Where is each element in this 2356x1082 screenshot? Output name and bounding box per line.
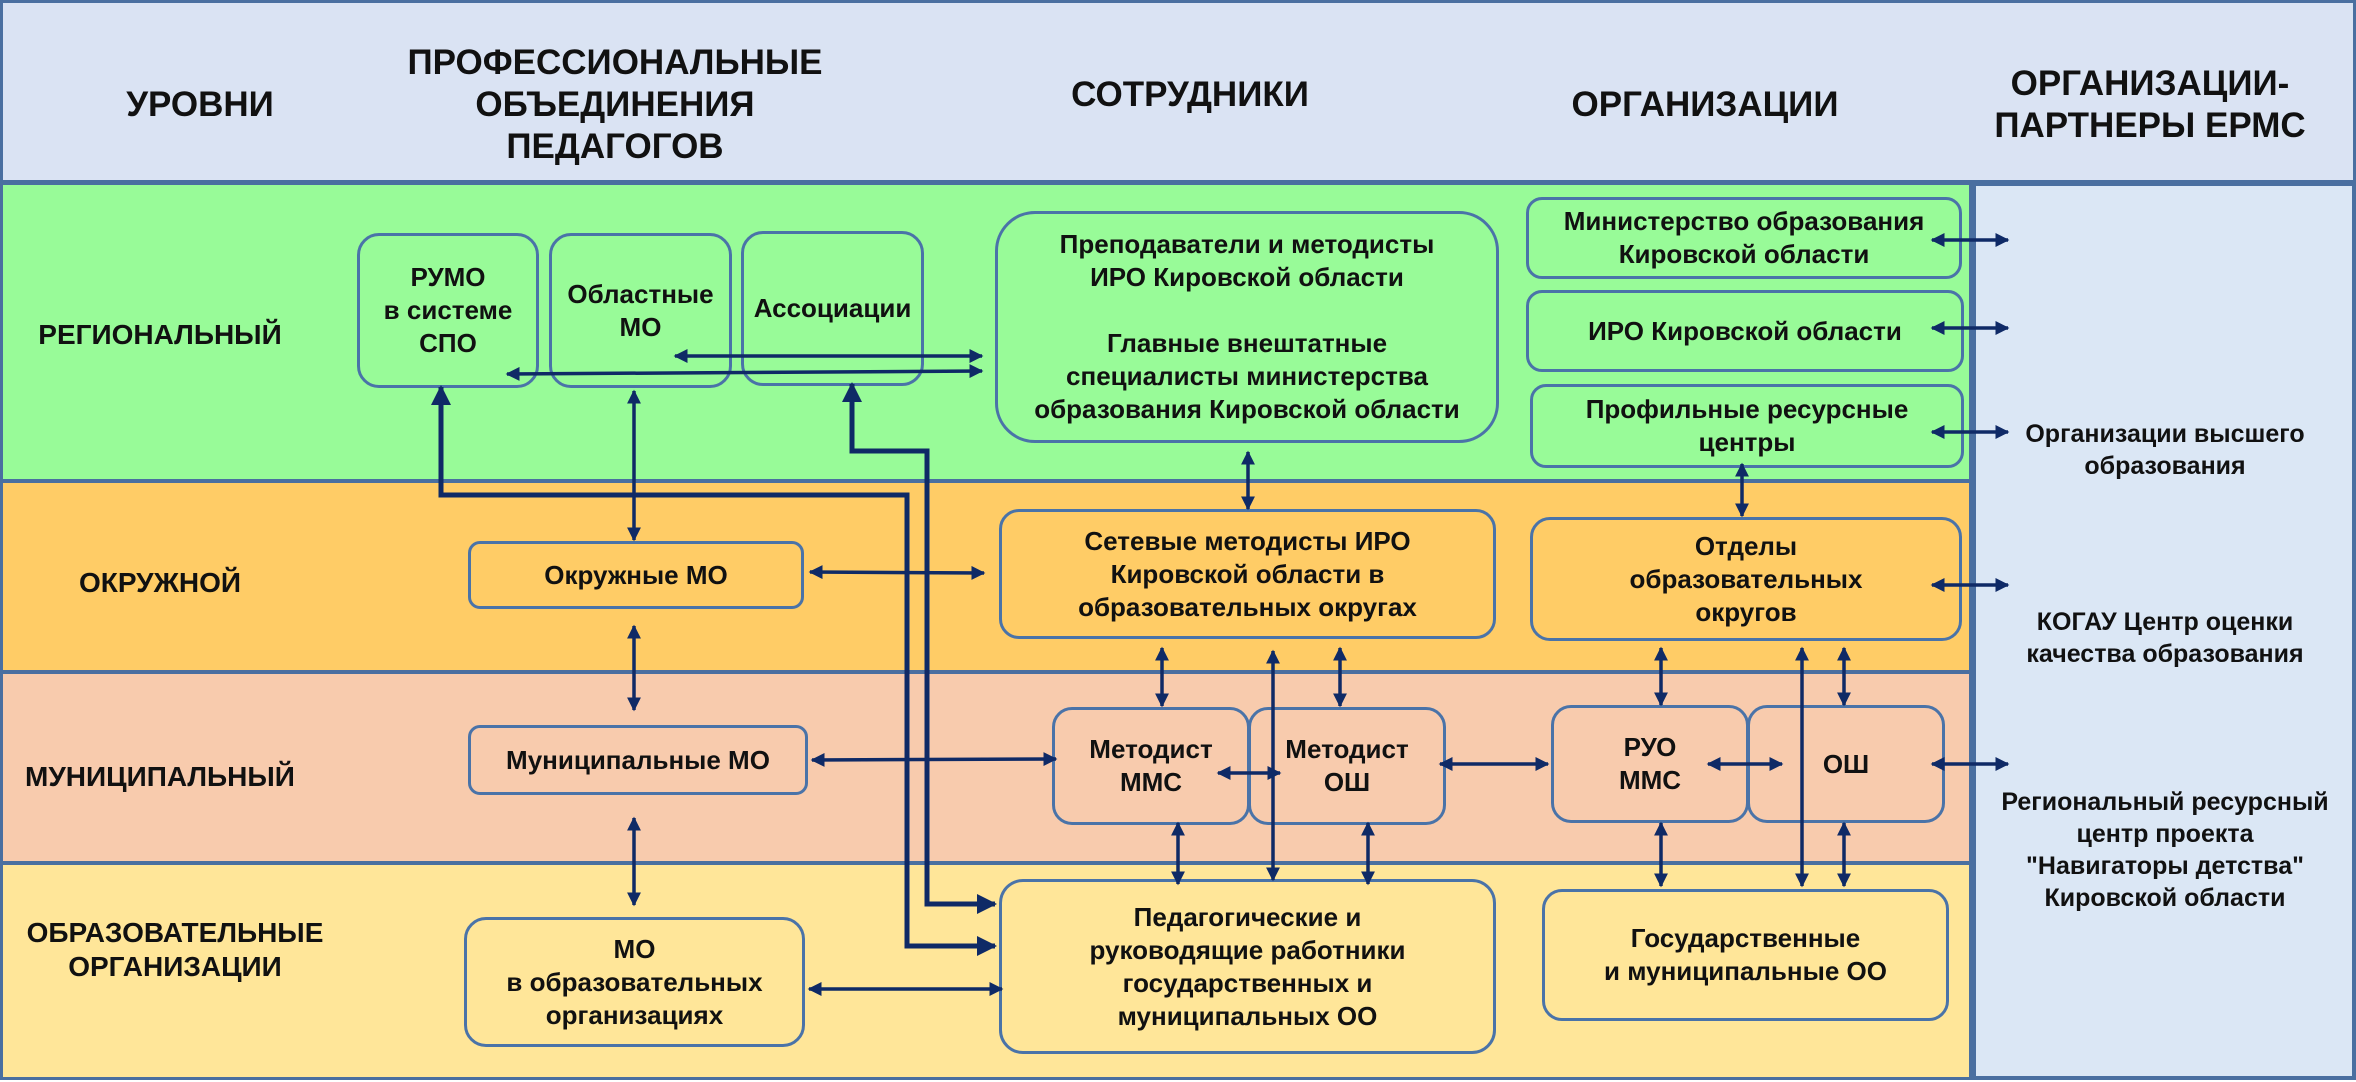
box-iro-org: ИРО Кировской области [1526, 290, 1964, 372]
partners-panel [1972, 182, 2356, 1080]
box-state-oo: Государственные и муниципальные ОО [1542, 889, 1949, 1021]
partner-higher-ed: Организации высшего образования [2025, 420, 2305, 480]
arrow-municipal-mo-methodist [810, 752, 1058, 767]
box-methodist-osh: Методист ОШ [1248, 707, 1446, 825]
level-regional: РЕГИОНАЛЬНЫЙ [38, 319, 282, 350]
box-iro-staff: Преподаватели и методисты ИРО Кировской … [995, 211, 1499, 443]
header-associations: ПРОФЕССИОНАЛЬНЫЕ ОБЪЕДИНЕНИЯ ПЕДАГОГОВ [407, 43, 823, 166]
box-teachers: Педагогические и руководящие работники г… [999, 879, 1496, 1054]
header-levels: УРОВНИ [126, 85, 274, 124]
arrow-rumo-to-iro [505, 364, 984, 381]
level-district: ОКРУЖНОЙ [78, 567, 242, 598]
box-rumo: РУМО в системе СПО [357, 233, 539, 388]
arrow-district-mo-network [808, 565, 986, 580]
header-band [0, 0, 2356, 183]
partner-kogau: КОГАУ Центр оценки качества образования [2026, 608, 2304, 668]
level-educational: ОБРАЗОВАТЕЛЬНЫЕ ОРГАНИЗАЦИИ [26, 917, 324, 982]
box-associations: Ассоциации [741, 231, 924, 386]
box-school-mo: МО в образовательных организациях [464, 917, 805, 1047]
header-partners: ОРГАНИЗАЦИИ-ПАРТНЕРЫ ЕРМС [1994, 64, 2306, 145]
box-district-departments: Отделы образовательных округов [1530, 517, 1962, 641]
box-network-methodists: Сетевые методисты ИРО Кировской области … [999, 509, 1496, 639]
level-municipal: МУНИЦИПАЛЬНЫЙ [25, 761, 295, 792]
box-ministry: Министерство образования Кировской облас… [1526, 197, 1962, 279]
header-organizations: ОРГАНИЗАЦИИ [1571, 85, 1839, 124]
partner-navigators: Региональный ресурсный центр проекта "На… [2001, 788, 2329, 912]
arrow-rumo-teachers [431, 385, 997, 956]
arrow-associations-teachers [842, 382, 997, 914]
header-staff: СОТРУДНИКИ [1071, 75, 1309, 114]
